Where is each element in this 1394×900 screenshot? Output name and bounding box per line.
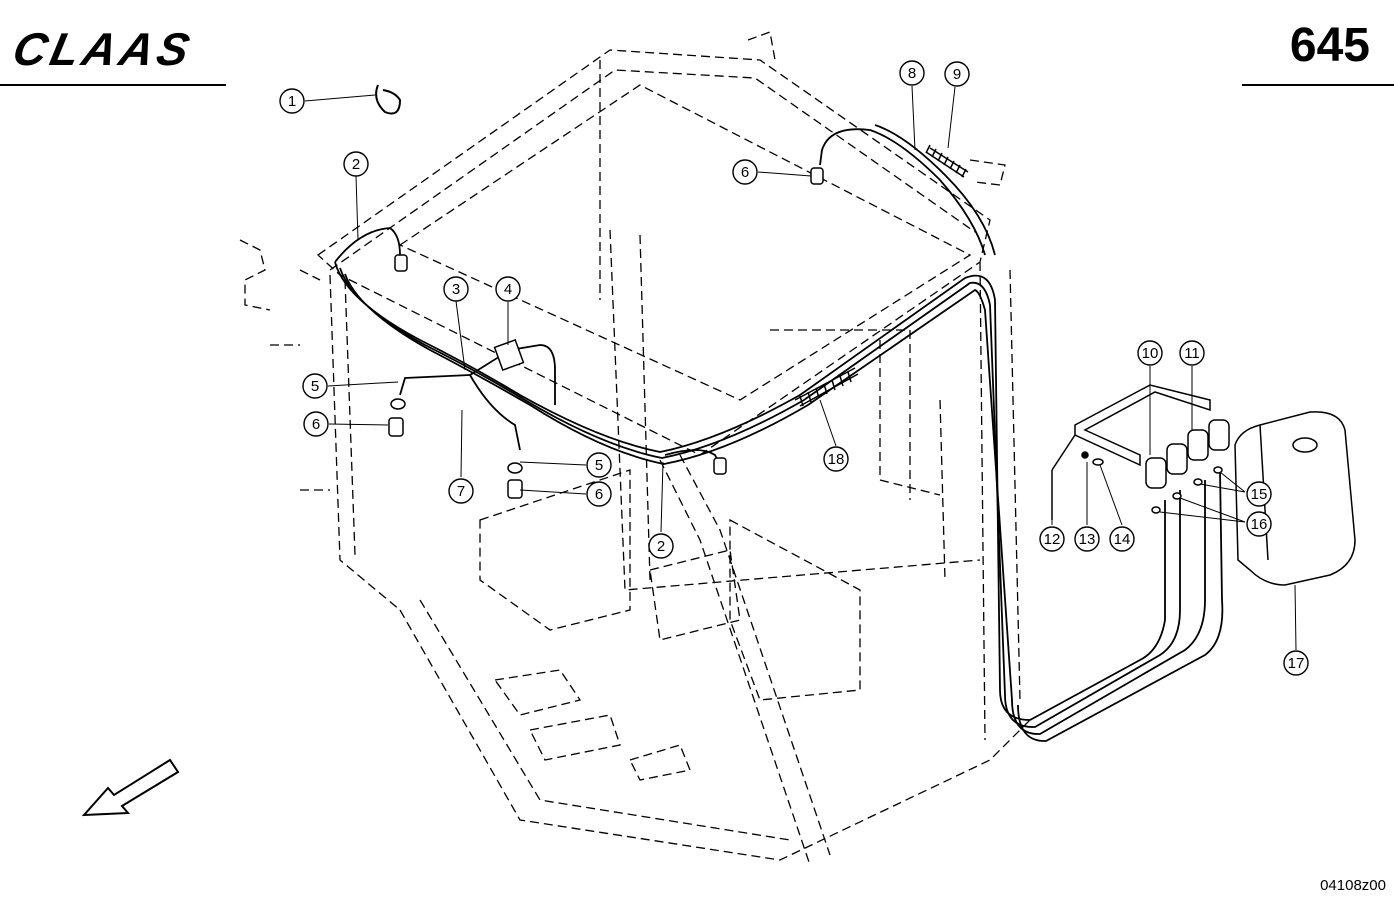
callout-markers: [279, 60, 1309, 676]
callout-marker-7: [448, 478, 474, 504]
callout-labels: 1 2 2 3 4 5 5 6 6 6 7 8 9 10 11 12 13 14…: [288, 65, 1305, 672]
callout-label-2a: 2: [352, 156, 360, 173]
hose-grommet-block: [493, 339, 525, 371]
callout-marker-17: [1283, 650, 1309, 676]
callout-marker-1: [279, 88, 305, 114]
callout-leaders: [304, 85, 1297, 651]
callout-marker-3: [443, 276, 469, 302]
callout-label-14: 14: [1114, 531, 1131, 548]
washer-hose-harness: [334, 124, 1224, 742]
callout-label-7: 7: [457, 483, 465, 500]
hose-clamp-icon: [375, 84, 402, 115]
callout-marker-11: [1179, 340, 1205, 366]
callout-label-5b: 5: [595, 457, 603, 474]
callout-label-2b: 2: [657, 538, 665, 555]
callout-marker-2b: [648, 533, 674, 559]
header-rule-left: [0, 84, 226, 86]
header-rule-right: [1242, 84, 1394, 86]
callout-label-6b: 6: [595, 486, 603, 503]
callout-marker-15: [1246, 481, 1272, 507]
callout-marker-2a: [343, 151, 369, 177]
callout-marker-6c: [732, 159, 758, 185]
callout-marker-9: [944, 61, 970, 87]
callout-label-5a: 5: [311, 378, 319, 395]
pump-bracket: [1051, 384, 1211, 520]
callout-label-15: 15: [1251, 486, 1268, 503]
callout-label-1: 1: [288, 93, 296, 110]
callout-label-11: 11: [1184, 345, 1200, 362]
callout-label-4: 4: [504, 281, 512, 298]
washer-pumps: [1145, 419, 1230, 514]
callout-marker-5b: [586, 452, 612, 478]
direction-arrow-icon: [81, 758, 180, 817]
callout-marker-5a: [302, 373, 328, 399]
callout-label-18: 18: [828, 451, 845, 468]
washer-nozzles: [388, 167, 824, 499]
callout-label-6c: 6: [741, 164, 749, 181]
protective-spiral-sleeves: [794, 144, 969, 407]
callout-marker-6a: [303, 411, 329, 437]
callout-label-16: 16: [1251, 516, 1268, 533]
drawing-code: 04108z00: [1320, 877, 1386, 894]
callout-label-12: 12: [1044, 531, 1061, 548]
washer-fluid-reservoir: [1234, 411, 1356, 586]
callout-label-13: 13: [1079, 531, 1096, 548]
cab-frame-outline: [239, 31, 1031, 866]
callout-marker-10: [1137, 340, 1163, 366]
callout-marker-18: [823, 446, 849, 472]
callout-marker-8: [899, 60, 925, 86]
callout-label-6a: 6: [312, 416, 320, 433]
callout-marker-6b: [586, 481, 612, 507]
callout-label-8: 8: [908, 65, 916, 82]
callout-label-3: 3: [452, 281, 460, 298]
callout-marker-16: [1246, 511, 1272, 537]
callout-marker-13: [1074, 526, 1100, 552]
callout-label-17: 17: [1288, 655, 1305, 672]
callout-marker-12: [1039, 526, 1065, 552]
callout-label-10: 10: [1142, 345, 1159, 362]
callout-label-9: 9: [953, 66, 961, 83]
callout-marker-14: [1109, 526, 1135, 552]
callout-marker-4: [495, 276, 521, 302]
page-number: 645: [1289, 19, 1370, 72]
